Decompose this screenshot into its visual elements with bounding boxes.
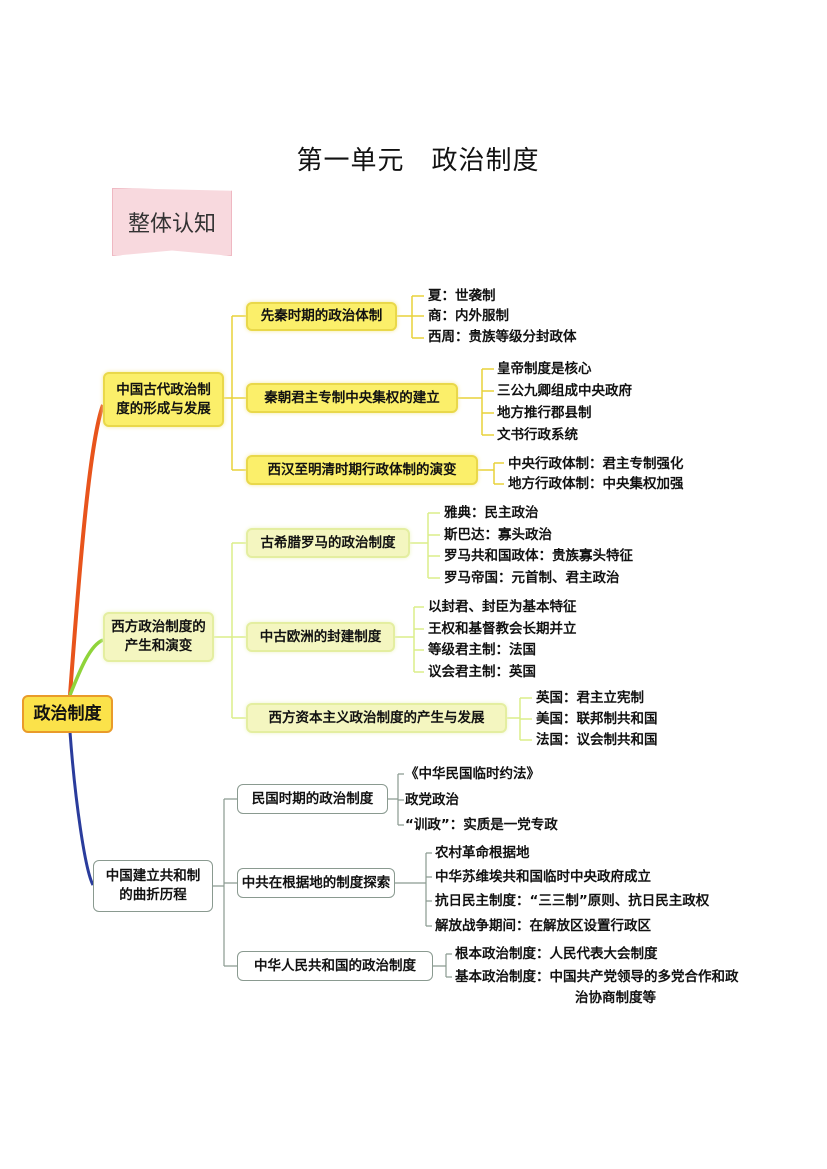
node-pre-qin: 先秦时期的政治体制 (246, 302, 397, 331)
leaf-item: 治协商制度等 (575, 990, 656, 1006)
leaf-item: 罗马帝国：元首制、君主政治 (444, 570, 620, 586)
node-greece-rome: 古希腊罗马的政治制度 (246, 528, 410, 558)
leaf-item: 政党政治 (405, 792, 459, 808)
leaf-item: 抗日民主制度：“三三制”原则、抗日民主政权 (435, 893, 710, 909)
node-medieval-europe: 中古欧洲的封建制度 (246, 622, 395, 652)
leaf-item: 王权和基督教会长期并立 (428, 621, 577, 637)
page-title: 第一单元 政治制度 (296, 146, 540, 176)
branch-ancient-china: 中国古代政治制度的形成与发展 (103, 372, 224, 427)
leaf-item: 解放战争期间：在解放区设置行政区 (435, 918, 651, 934)
leaf-item: 议会君主制：英国 (428, 664, 536, 680)
leaf-item: “训政”：实质是一党专政 (405, 817, 558, 833)
leaf-item: 等级君主制：法国 (428, 642, 536, 658)
leaf-item: 文书行政系统 (497, 427, 578, 443)
leaf-item: 斯巴达：寡头政治 (444, 527, 552, 543)
branch-republic: 中国建立共和制的曲折历程 (93, 860, 213, 912)
node-ccp-bases: 中共在根据地的制度探索 (237, 868, 395, 898)
leaf-item: 以封君、封臣为基本特征 (428, 599, 577, 615)
leaf-item: 三公九卿组成中央政府 (497, 383, 632, 399)
leaf-item: 中华苏维埃共和国临时中央政府成立 (435, 869, 651, 885)
leaf-item: 美国：联邦制共和国 (536, 711, 658, 727)
branch-western: 西方政治制度的产生和演变 (103, 612, 214, 662)
leaf-item: 罗马共和国政体：贵族寡头特征 (444, 548, 633, 564)
leaf-item: 皇帝制度是核心 (497, 361, 592, 377)
root-node: 政治制度 (22, 695, 113, 733)
node-han-qing: 西汉至明清时期行政体制的演变 (246, 455, 478, 485)
leaf-item: 《中华民国临时约法》 (405, 766, 540, 782)
node-qin: 秦朝君主专制中央集权的建立 (246, 383, 458, 413)
leaf-item: 西周：贵族等级分封政体 (428, 329, 577, 345)
leaf-item: 法国：议会制共和国 (536, 732, 658, 748)
leaf-item: 地方推行郡县制 (497, 405, 592, 421)
leaf-item: 农村革命根据地 (435, 845, 530, 861)
leaf-item: 地方行政体制：中央集权加强 (508, 476, 684, 492)
leaf-item: 夏：世袭制 (428, 288, 496, 304)
leaf-item: 商：内外服制 (428, 308, 509, 324)
leaf-item: 雅典：民主政治 (444, 505, 539, 521)
leaf-item: 英国：君主立宪制 (536, 690, 644, 706)
node-minguo: 民国时期的政治制度 (237, 784, 388, 814)
leaf-item: 中央行政体制：君主专制强化 (508, 456, 684, 472)
node-capitalist: 西方资本主义政治制度的产生与发展 (246, 703, 507, 733)
leaf-item: 基本政治制度：中国共产党领导的多党合作和政 (455, 969, 739, 985)
leaf-item: 根本政治制度：人民代表大会制度 (455, 946, 658, 962)
node-prc: 中华人民共和国的政治制度 (237, 951, 433, 981)
section-badge: 整体认知 (112, 188, 232, 256)
